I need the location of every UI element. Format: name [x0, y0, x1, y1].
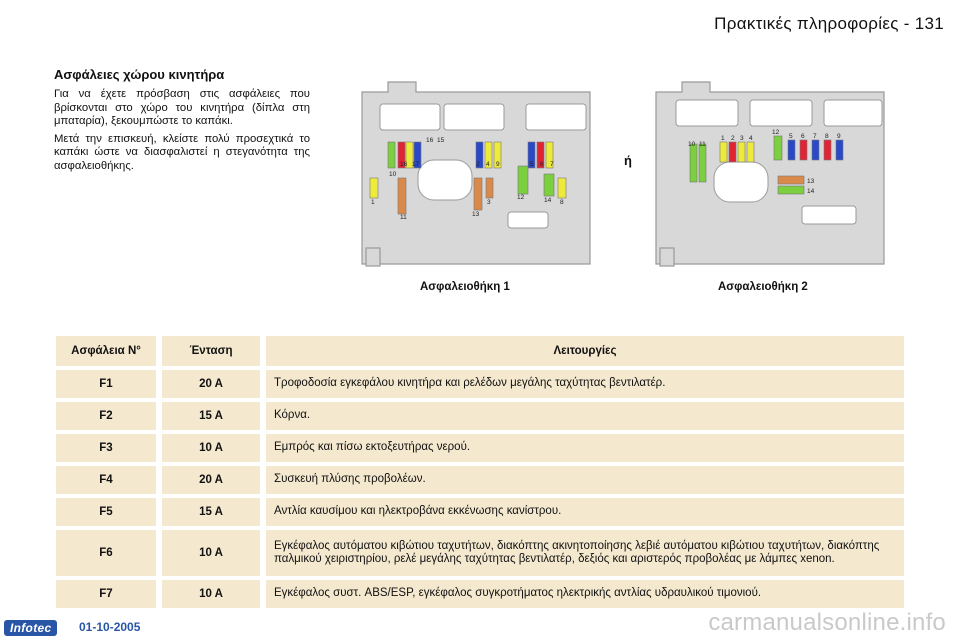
fuse-label: 10	[688, 141, 696, 148]
fuse-number: F1	[56, 370, 156, 398]
fuse-function: Εμπρός και πίσω εκτοξευτήρας νερού.	[266, 434, 904, 462]
fuse-label: 4	[486, 161, 490, 168]
fuse-number: F6	[56, 530, 156, 576]
fuse-label: 10	[389, 171, 397, 178]
fusebox-1-diagram: 16 15 10 16 17 2 4 9 5 6 7 1 11 13 3 12 …	[361, 81, 591, 267]
fuse-amperage: 15 A	[162, 402, 260, 430]
fuse-function: Συσκευή πλύσης προβολέων.	[266, 466, 904, 494]
fuse-label: 9	[496, 161, 500, 168]
intro-paragraph-1: Για να έχετε πρόσβαση στις ασφάλειες που…	[54, 88, 310, 128]
fusebox-2-caption: Ασφαλειοθήκη 2	[718, 281, 808, 293]
fuse-label: 14	[544, 197, 552, 204]
fuse-function: Κόρνα.	[266, 402, 904, 430]
fuse-label: 3	[487, 199, 491, 206]
fuse-label: 1	[371, 199, 375, 206]
fuse-label: 7	[550, 161, 554, 168]
fuse-amperage: 20 A	[162, 466, 260, 494]
fuse-number: F4	[56, 466, 156, 494]
fusebox-1-caption: Ασφαλειοθήκη 1	[420, 281, 510, 293]
fuse-label: 14	[807, 188, 815, 195]
fuse-label: 2	[731, 135, 735, 142]
fuse-label: 6	[801, 133, 805, 140]
fuse-label: 6	[540, 161, 544, 168]
fuse-label: 11	[699, 141, 706, 148]
fuse-label: 13	[472, 211, 480, 218]
fuse-label: 9	[837, 133, 841, 140]
fuse-amperage: 10 A	[162, 434, 260, 462]
fuse-function: Αντλία καυσίμου και ηλεκτροβάνα εκκένωση…	[266, 498, 904, 526]
intro-paragraph-2: Μετά την επισκευή, κλείστε πολύ προσεχτι…	[54, 132, 310, 172]
watermark: carmanualsonline.info	[708, 609, 946, 636]
table-row: F4 20 A Συσκευή πλύσης προβολέων.	[56, 466, 904, 494]
fuse-label: 15	[437, 137, 445, 144]
fuse-number: F3	[56, 434, 156, 462]
fuse-label: 11	[400, 214, 407, 221]
fuse-label: 12	[517, 194, 525, 201]
fuse-label: 4	[749, 135, 753, 142]
fuse-label: 7	[813, 133, 817, 140]
table-row: F7 10 A Εγκέφαλος συστ. ABS/ESP, εγκέφαλ…	[56, 580, 904, 608]
fuse-function: Τροφοδοσία εγκεφάλου κινητήρα και ρελέδω…	[266, 370, 904, 398]
intro-text: Για να έχετε πρόσβαση στις ασφάλειες που…	[54, 88, 310, 178]
table-row: F2 15 A Κόρνα.	[56, 402, 904, 430]
header-amperage: Ένταση	[162, 336, 260, 366]
header-fuse-number: Ασφάλεια N°	[56, 336, 156, 366]
fuse-label: 16	[400, 161, 408, 168]
table-row: F5 15 A Αντλία καυσίμου και ηλεκτροβάνα …	[56, 498, 904, 526]
header-functions: Λειτουργίες	[266, 336, 904, 366]
fuse-table: Ασφάλεια N° Ένταση Λειτουργίες F1 20 A Τ…	[56, 332, 904, 612]
fuse-label: 5	[789, 133, 793, 140]
fuse-label: 1	[721, 135, 725, 142]
fuse-label: 13	[807, 178, 815, 185]
fuse-number: F2	[56, 402, 156, 430]
fuse-amperage: 10 A	[162, 530, 260, 576]
infotec-logo: Infotec	[4, 620, 58, 636]
fusebox-2-diagram: 10 11 1 2 3 4 12 5 6 7 8 9 13 14	[655, 81, 885, 267]
fuse-label: 12	[772, 129, 780, 136]
fuse-label: 8	[560, 199, 564, 206]
fuse-label: 17	[412, 161, 420, 168]
fuse-label: 3	[740, 135, 744, 142]
fuse-label: 5	[530, 161, 534, 168]
or-label: ή	[624, 153, 632, 168]
fuse-amperage: 20 A	[162, 370, 260, 398]
page-header: Πρακτικές πληροφορίες - 131	[714, 14, 944, 33]
fuse-amperage: 15 A	[162, 498, 260, 526]
fuse-amperage: 10 A	[162, 580, 260, 608]
fuse-label: 2	[476, 161, 480, 168]
fuse-number: F5	[56, 498, 156, 526]
table-row: F6 10 A Εγκέφαλος αυτόματου κιβώτιου ταχ…	[56, 530, 904, 576]
footer-date: 01-10-2005	[79, 620, 141, 634]
fuse-function: Εγκέφαλος αυτόματου κιβώτιου ταχυτήτων, …	[266, 530, 904, 576]
fuse-label: 8	[825, 133, 829, 140]
fuse-function: Εγκέφαλος συστ. ABS/ESP, εγκέφαλος συγκρ…	[266, 580, 904, 608]
section-title: Ασφάλειες χώρου κινητήρα	[54, 67, 225, 82]
table-row: F3 10 A Εμπρός και πίσω εκτοξευτήρας νερ…	[56, 434, 904, 462]
table-header-row: Ασφάλεια N° Ένταση Λειτουργίες	[56, 336, 904, 366]
table-row: F1 20 A Τροφοδοσία εγκεφάλου κινητήρα κα…	[56, 370, 904, 398]
fuse-label: 16	[426, 137, 434, 144]
fuse-number: F7	[56, 580, 156, 608]
